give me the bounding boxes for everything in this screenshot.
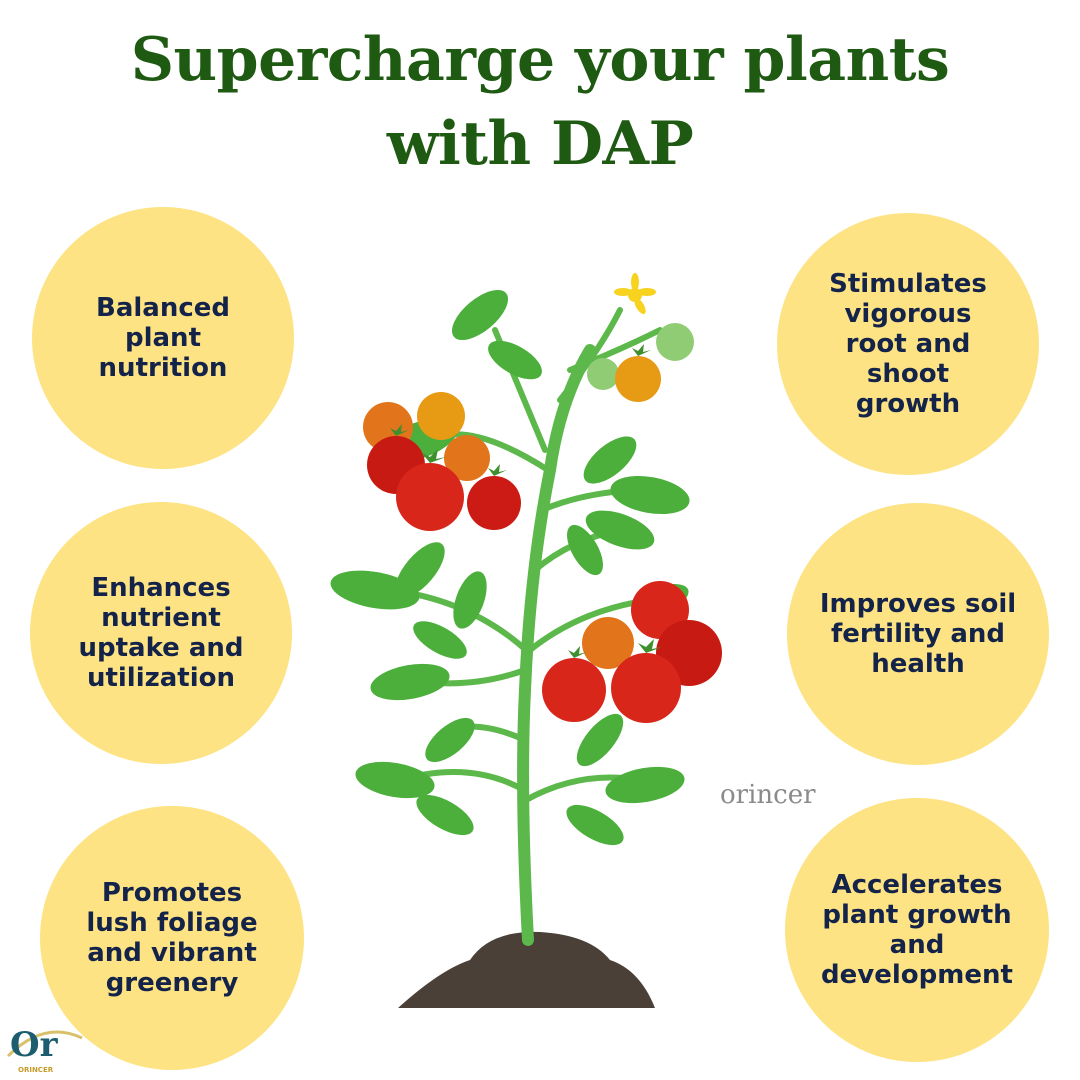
tomato [444, 435, 490, 481]
tomato [467, 476, 521, 530]
tomato [615, 356, 661, 402]
benefit-text: Enhances nutrient uptake and utilization [78, 573, 244, 693]
benefit-circle-right-2: Improves soil fertility and health [787, 503, 1049, 765]
orincer-logo: Or ORINCER [6, 1025, 83, 1074]
benefit-circle-right-3: Accelerates plant growth and development [785, 798, 1049, 1062]
tomato [587, 358, 619, 390]
tomato [417, 392, 465, 440]
tomato [611, 653, 681, 723]
benefit-text: Improves soil fertility and health [819, 589, 1017, 679]
benefit-circle-left-2: Enhances nutrient uptake and utilization [30, 502, 292, 764]
flower-icon [614, 273, 656, 315]
title-line-2: with DAP [386, 109, 694, 179]
benefit-circle-left-1: Balanced plant nutrition [32, 207, 294, 469]
tomato [396, 463, 464, 531]
benefit-text: Stimulates vigorous root and shoot growt… [829, 269, 987, 419]
tomato [656, 323, 694, 361]
svg-text:Or: Or [10, 1025, 59, 1065]
soil-mound [398, 931, 655, 1008]
benefit-circle-right-1: Stimulates vigorous root and shoot growt… [777, 213, 1039, 475]
watermark-text: orincer [720, 780, 816, 810]
tomato-plant-illustration [330, 273, 722, 1008]
tomato [542, 658, 606, 722]
page-title: Supercharge your plants with DAP [0, 18, 1080, 186]
title-line-1: Supercharge your plants [130, 25, 950, 95]
benefit-circle-left-3: Promotes lush foliage and vibrant greene… [40, 806, 304, 1070]
main-stem [517, 344, 596, 946]
benefit-text: Promotes lush foliage and vibrant greene… [86, 878, 258, 998]
benefit-text: Balanced plant nutrition [96, 293, 230, 383]
tomato [582, 617, 634, 669]
benefit-text: Accelerates plant growth and development [821, 870, 1013, 990]
sepals [390, 344, 662, 658]
svg-text:ORINCER: ORINCER [18, 1066, 54, 1074]
